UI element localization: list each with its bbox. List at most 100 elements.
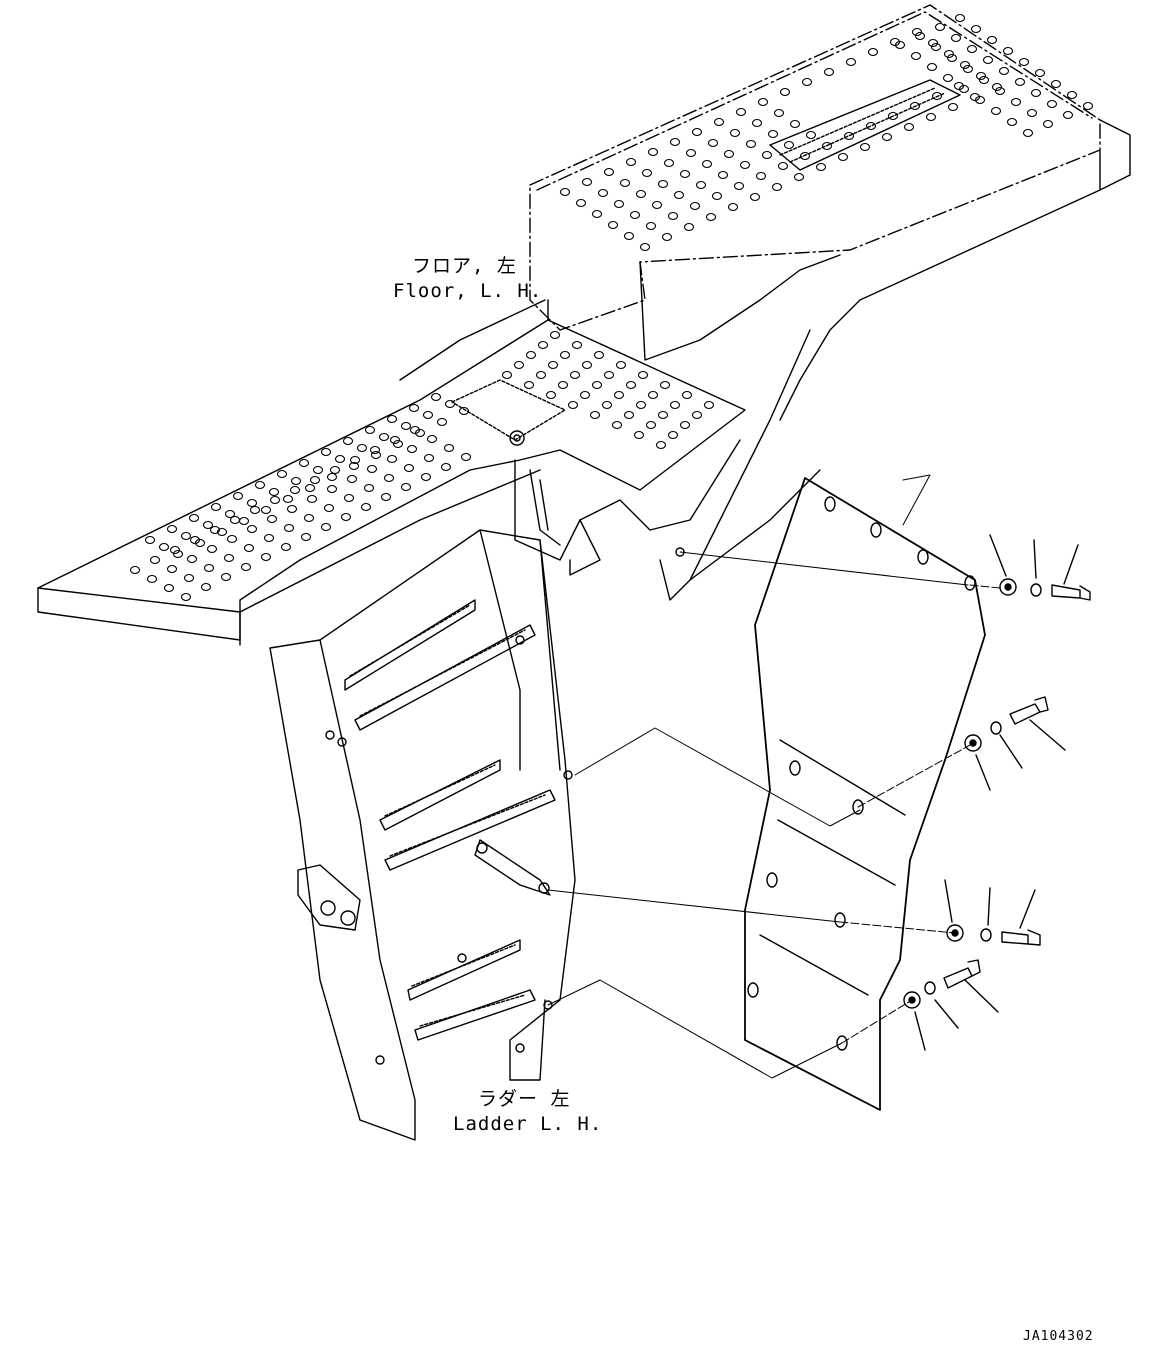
perforation-hole — [801, 77, 813, 87]
perforation-hole — [837, 152, 849, 162]
perforation-hole — [547, 360, 559, 370]
perforation-hole — [930, 42, 942, 52]
perforation-hole — [289, 485, 301, 495]
perforation-hole — [914, 31, 926, 41]
perforation-hole — [613, 199, 625, 209]
perforation-hole — [689, 201, 701, 211]
perforation-hole — [975, 71, 987, 81]
perforation-hole — [343, 493, 355, 503]
perforation-hole — [163, 583, 175, 593]
perforation-hole — [657, 179, 669, 189]
perforation-hole — [266, 514, 278, 524]
perforation-hole — [426, 434, 438, 444]
perforation-hole — [246, 524, 258, 534]
perforation-hole — [966, 44, 978, 54]
perforation-hole — [767, 129, 779, 139]
perforation-hole — [911, 27, 923, 37]
perforation-hole — [403, 463, 415, 473]
perforation-hole — [348, 461, 360, 471]
perforation-hole — [789, 119, 801, 129]
perforation-hole — [537, 340, 549, 350]
perforation-hole — [286, 504, 298, 514]
perforation-hole — [779, 87, 791, 97]
perforation-hole — [263, 533, 275, 543]
perforation-hole — [845, 57, 857, 67]
floor-lh-label-en: Floor, L. H. — [393, 280, 543, 302]
perforation-hole — [216, 527, 228, 537]
perforation-hole — [443, 443, 455, 453]
perforation-hole — [392, 439, 404, 449]
upper-floor-perforations — [559, 13, 1094, 252]
perforation-hole — [188, 513, 200, 523]
perforation-hole — [970, 24, 982, 34]
perforation-hole — [356, 443, 368, 453]
perforation-hole — [679, 169, 691, 179]
perforation-hole — [727, 202, 739, 212]
fastener-set-2 — [964, 696, 1066, 791]
perforation-hole — [657, 410, 669, 420]
perforation-hole — [867, 47, 879, 57]
perforation-hole — [645, 420, 657, 430]
perforation-hole — [701, 159, 713, 169]
perforation-hole — [723, 149, 735, 159]
perforation-hole — [209, 525, 221, 535]
perforation-hole — [982, 55, 994, 65]
perforation-hole — [633, 430, 645, 440]
perforation-hole — [129, 565, 141, 575]
perforation-hole — [757, 97, 769, 107]
perforation-hole — [326, 484, 338, 494]
perforation-hole — [268, 487, 280, 497]
perforation-hole — [320, 447, 332, 457]
perforation-hole — [735, 107, 747, 117]
perforation-hole — [1026, 108, 1038, 118]
perforation-hole — [220, 572, 232, 582]
perforation-hole — [186, 554, 198, 564]
perforation-hole — [601, 400, 613, 410]
perforation-hole — [309, 475, 321, 485]
perforation-hole — [363, 483, 375, 493]
perforation-hole — [635, 189, 647, 199]
perforation-hole — [194, 538, 206, 548]
perforation-hole — [246, 498, 258, 508]
perforation-hole — [613, 390, 625, 400]
perforation-hole — [460, 452, 472, 462]
perforation-hole — [717, 170, 729, 180]
perforation-hole — [366, 464, 378, 474]
perforation-hole — [733, 181, 745, 191]
perforation-hole — [240, 562, 252, 572]
perforation-hole — [329, 465, 341, 475]
perforation-hole — [959, 60, 971, 70]
perforation-hole — [269, 495, 281, 505]
perforation-hole — [713, 117, 725, 127]
perforation-hole — [282, 494, 294, 504]
perforation-hole — [943, 49, 955, 59]
perforation-hole — [978, 75, 990, 85]
perforation-hole — [386, 454, 398, 464]
perforation-hole — [603, 370, 615, 380]
perforation-hole — [320, 522, 332, 532]
perforation-hole — [667, 211, 679, 221]
perforation-hole — [771, 182, 783, 192]
perforation-hole — [283, 523, 295, 533]
perforation-hole — [575, 198, 587, 208]
left-floor-perforations — [129, 330, 715, 602]
perforation-hole — [749, 192, 761, 202]
perforation-hole — [223, 553, 235, 563]
perforation-hole — [623, 231, 635, 241]
perforation-hole — [683, 222, 695, 232]
perforation-hole — [567, 400, 579, 410]
perforation-hole — [859, 142, 871, 152]
perforation-hole — [641, 168, 653, 178]
perforation-hole — [909, 101, 921, 111]
perforation-hole — [323, 503, 335, 513]
perforation-hole — [695, 180, 707, 190]
perforation-hole — [1022, 128, 1034, 138]
perforation-hole — [603, 167, 615, 177]
perforation-hole — [986, 35, 998, 45]
perforation-hole — [545, 390, 557, 400]
fastener-set-3 — [944, 879, 1041, 946]
perforation-hole — [581, 177, 593, 187]
perforation-hole — [525, 350, 537, 360]
perforation-hole — [144, 535, 156, 545]
perforation-hole — [994, 86, 1006, 96]
